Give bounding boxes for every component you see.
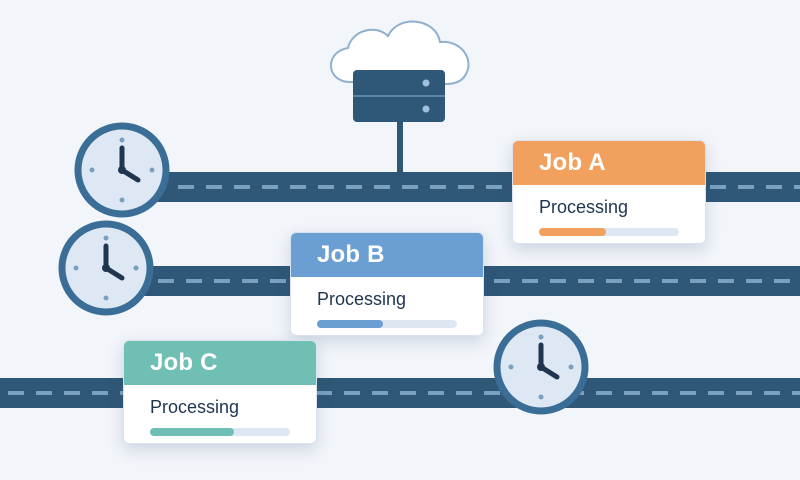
clock-icon — [58, 220, 154, 316]
job-card-header: Job A — [513, 141, 705, 185]
job-progress-track — [317, 320, 457, 328]
job-card-header: Job B — [291, 233, 483, 277]
job-progress-track — [150, 428, 290, 436]
job-card-a[interactable]: Job A Processing — [512, 140, 706, 244]
job-status: Processing — [317, 289, 407, 309]
job-progress-fill — [317, 320, 383, 328]
job-progress-fill — [539, 228, 607, 236]
job-status: Processing — [539, 197, 629, 217]
clock-icon — [493, 319, 589, 415]
clock-icon — [74, 122, 170, 218]
job-progress-track — [539, 228, 679, 236]
job-card-body: Processing — [291, 277, 483, 328]
server-led-top — [422, 79, 430, 87]
job-progress-fill — [150, 428, 234, 436]
job-card-body: Processing — [513, 185, 705, 236]
job-status: Processing — [150, 397, 240, 417]
job-card-header: Job C — [124, 341, 316, 385]
server-led-bottom — [422, 105, 430, 113]
cloud-icon — [330, 20, 470, 86]
job-title: Job A — [539, 149, 606, 176]
job-card-b[interactable]: Job B Processing — [290, 232, 484, 336]
job-title: Job C — [150, 349, 218, 376]
job-title: Job B — [317, 241, 385, 268]
cloud-server-group — [330, 20, 470, 174]
job-card-c[interactable]: Job C Processing — [123, 340, 317, 444]
road-lane-3 — [0, 378, 800, 408]
server-connector — [397, 122, 403, 174]
job-card-body: Processing — [124, 385, 316, 436]
